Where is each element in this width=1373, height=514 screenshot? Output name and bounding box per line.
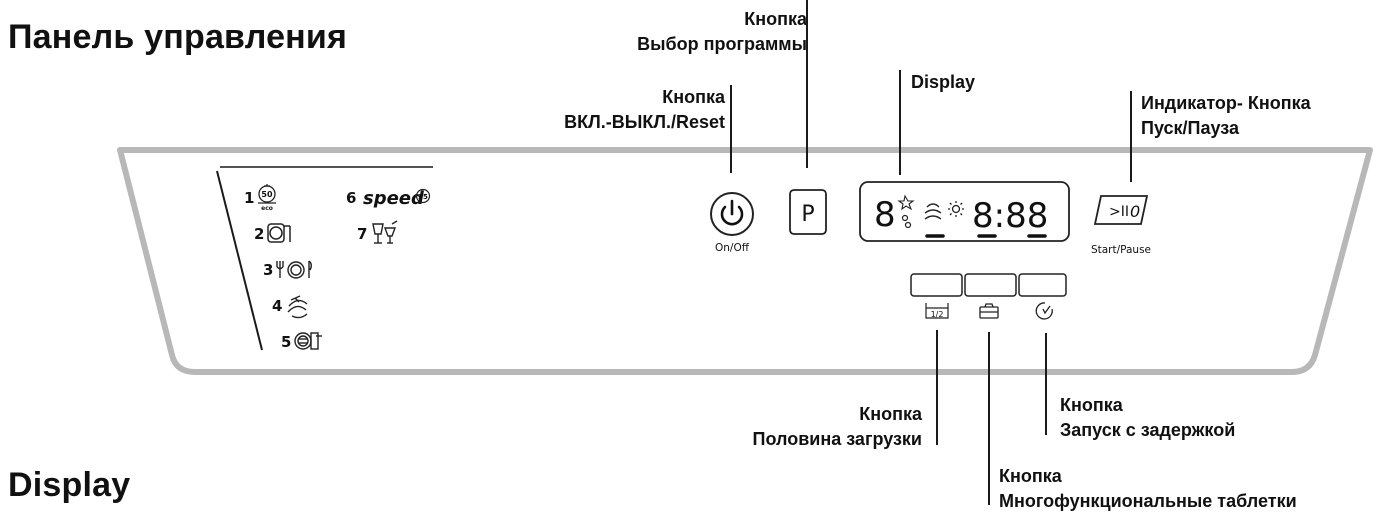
callout-startpause: Индикатор- Кнопка Пуск/Пауза (1141, 91, 1311, 141)
power-icon (720, 199, 744, 226)
pot-glass-icon (294, 332, 322, 350)
tablet-icon (979, 303, 999, 319)
eco-sub: eco (261, 205, 273, 212)
callout-delay-line2: Запуск с задержкой (1060, 420, 1236, 440)
delay-button[interactable] (1018, 273, 1067, 297)
callout-multitab-line2: Многофункциональные таблетки (999, 491, 1297, 511)
speed-script: speed (363, 188, 425, 209)
program-6-num: 6 (346, 189, 356, 207)
callout-halfload-line1: Кнопка (859, 404, 922, 424)
callout-onoff-line2: ВКЛ.-ВЫКЛ./Reset (564, 112, 725, 132)
startpause-caption: Start/Pause (1091, 244, 1151, 256)
startpause-button[interactable]: >II 0 (1093, 195, 1149, 225)
program-2-num: 2 (254, 225, 264, 243)
half-load-mark: 1/2 (931, 310, 944, 319)
callout-delay-line1: Кнопка (1060, 395, 1123, 415)
eco-50-icon (258, 184, 276, 204)
panel-frame (117, 147, 1373, 375)
program-5-num: 5 (281, 333, 291, 351)
pot-icon (267, 223, 291, 243)
callout-startpause-line1: Индикатор- Кнопка (1141, 93, 1311, 113)
callout-multitab: Кнопка Многофункциональные таблетки (999, 464, 1297, 514)
speed-badge: 25 (418, 193, 428, 201)
callout-onoff: Кнопка ВКЛ.-ВЫКЛ./Reset (564, 85, 725, 135)
display-time: 8:88 (972, 196, 1048, 236)
rinse-aid-icon (897, 194, 915, 211)
callout-program-line2: Выбор программы (637, 34, 807, 54)
program-1-num: 1 (244, 189, 254, 207)
program-3-num: 3 (263, 261, 273, 279)
display-section-title: Display (8, 466, 131, 504)
callout-delay: Кнопка Запуск с задержкой (1060, 393, 1235, 443)
callout-display-line1: Display (911, 72, 976, 92)
callout-program: Кнопка Выбор программы (637, 7, 807, 57)
callout-halfload-line2: Половина загрузки (752, 429, 922, 449)
glasses-icon (372, 220, 398, 244)
program-button[interactable]: P (789, 189, 827, 235)
callout-startpause-line2: Пуск/Пауза (1141, 118, 1239, 138)
salt-icon (901, 214, 912, 229)
startpause-digit: 0 (1130, 202, 1140, 221)
half-load-icon (925, 303, 949, 319)
callout-multitab-line1: Кнопка (999, 466, 1062, 486)
program-7-num: 7 (357, 225, 367, 243)
onoff-button[interactable] (710, 192, 754, 236)
wash-phase-icon (924, 203, 942, 220)
callout-onoff-line1: Кнопка (662, 87, 725, 107)
program-4-num: 4 (272, 297, 282, 315)
callout-program-line1: Кнопка (744, 9, 807, 29)
display-digit-left: 8 (874, 195, 896, 235)
callout-display: Display (911, 70, 975, 95)
callout-halfload: Кнопка Половина загрузки (753, 402, 922, 452)
eco-badge: 50 (261, 190, 273, 199)
dry-phase-icon (948, 201, 964, 217)
delay-clock-icon (1035, 302, 1053, 320)
halfload-button[interactable] (910, 273, 963, 297)
multitab-button[interactable] (964, 273, 1017, 297)
plate-cutlery-icon (276, 260, 312, 279)
display-window: 8 8:88 (859, 181, 1070, 242)
program-button-label: P (801, 202, 814, 227)
program-divider (216, 170, 263, 351)
panel-title: Панель управления (8, 18, 348, 56)
prewash-icon (287, 295, 308, 319)
onoff-caption: On/Off (715, 242, 750, 254)
speed-25-icon: speed 25 (363, 188, 431, 209)
startpause-symbol: >II (1109, 204, 1129, 220)
